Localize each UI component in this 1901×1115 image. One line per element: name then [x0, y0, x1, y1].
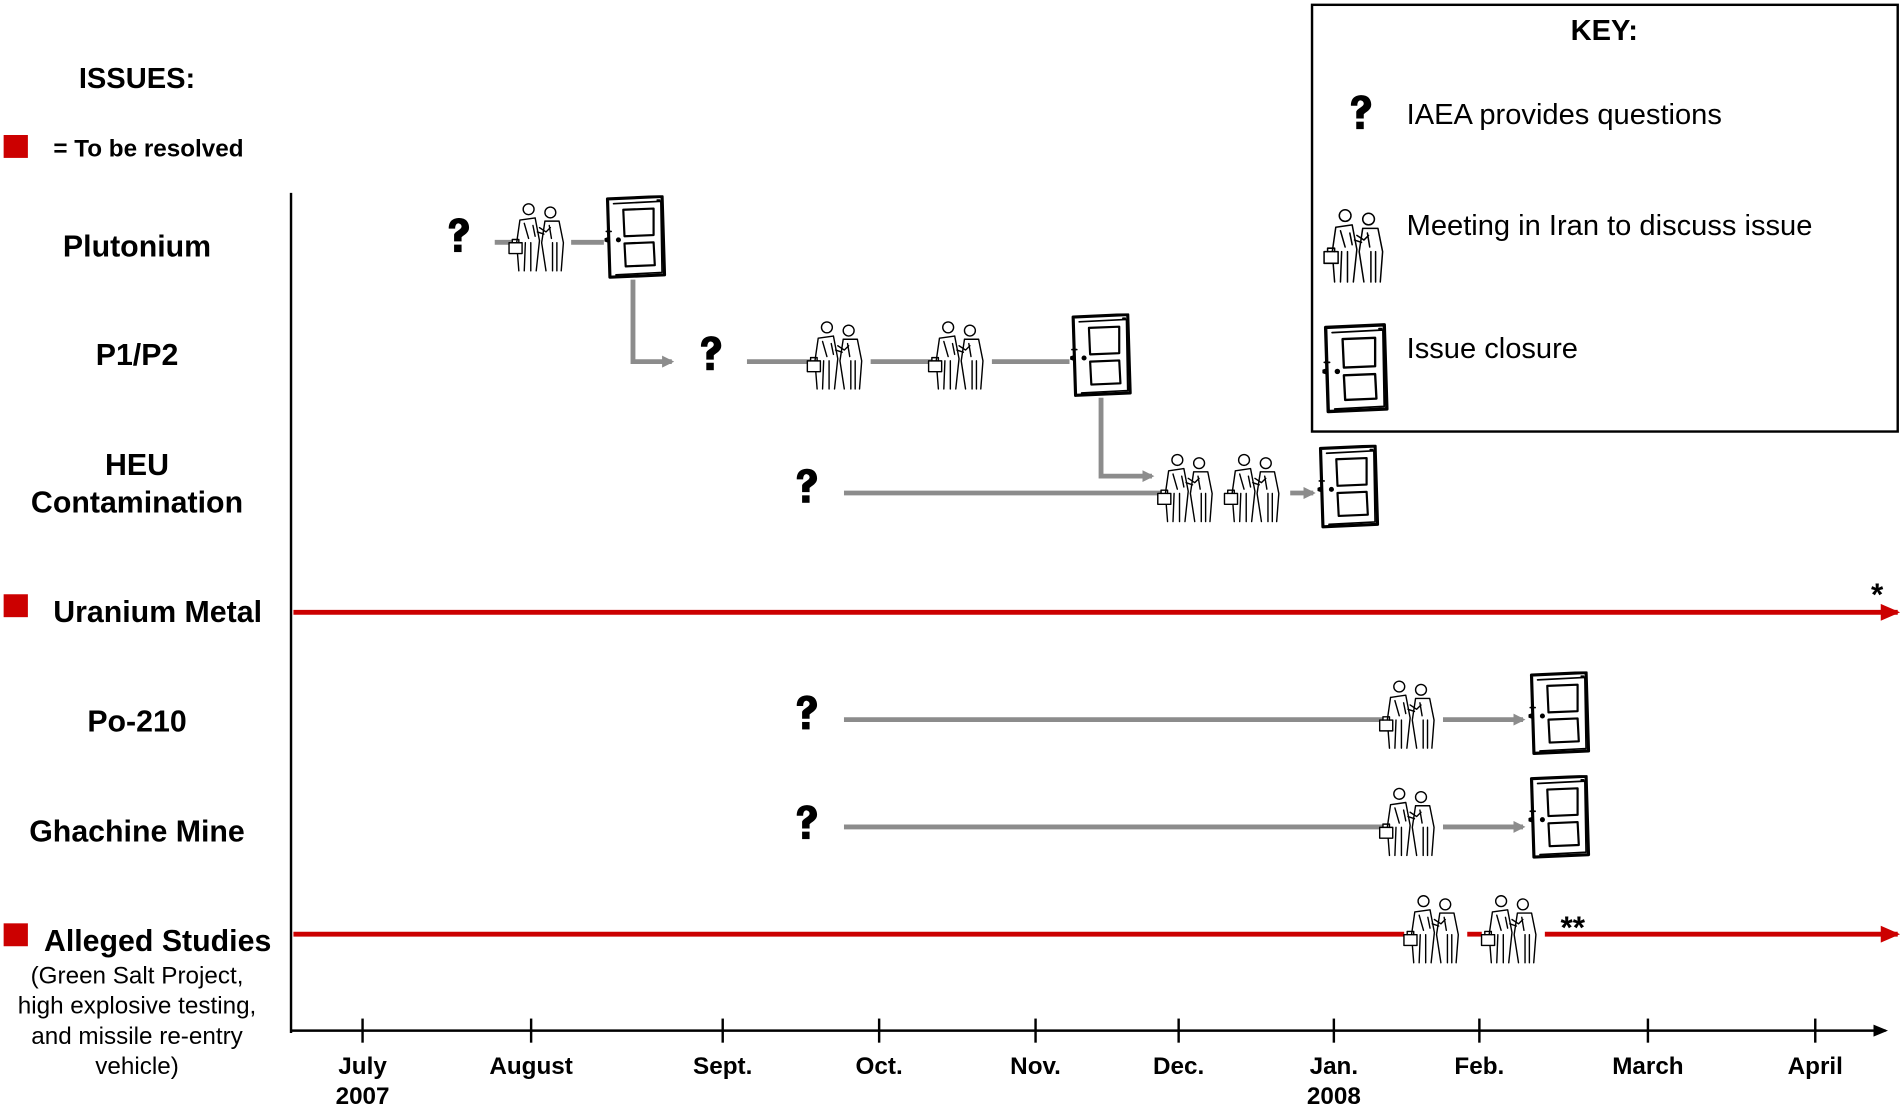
issue-label-plutonium: Plutonium: [63, 231, 211, 264]
issue-sublabel-4: vehicle): [95, 1053, 179, 1080]
issue-label-heu: HEU: [105, 449, 169, 482]
question-mark-icon: [796, 805, 818, 840]
plutonium-to-p1p2-arrow: [630, 279, 675, 368]
month-label: April: [1788, 1053, 1843, 1080]
month-label: Nov.: [1010, 1053, 1061, 1080]
key-item-questions: IAEA provides questions: [1407, 99, 1722, 131]
issue-label-uranium-metal: Uranium Metal: [53, 596, 262, 629]
month-label: March: [1612, 1053, 1683, 1080]
key-title: KEY:: [1571, 15, 1638, 47]
door-icon: [1316, 444, 1380, 529]
door-icon: [1527, 775, 1591, 859]
issue-label-alleged-studies: Alleged Studies: [44, 925, 271, 958]
year-label: 2008: [1307, 1083, 1361, 1110]
month-ticks: July 2007 August Sept. Oct. Nov. Dec. Jan. 2008 F…: [336, 1018, 1843, 1110]
meeting-icon: [927, 321, 984, 390]
issue-sublabel-3: and missile re-entry: [31, 1023, 243, 1050]
to-be-resolved-marker: [3, 135, 28, 158]
issues-header: ISSUES:: [79, 63, 195, 95]
meeting-icon: [1223, 453, 1280, 523]
meeting-icon: [1403, 894, 1460, 964]
month-label: July: [338, 1053, 387, 1080]
month-label: August: [489, 1053, 572, 1080]
timeline-connectors: [293, 239, 1901, 943]
door-icon: [1069, 313, 1132, 397]
meeting-icon: [1156, 453, 1213, 523]
issue-sublabel-1: (Green Salt Project,: [31, 963, 244, 990]
meeting-icon: [806, 321, 863, 390]
uranium-end-note: *: [1871, 577, 1884, 612]
month-label: Dec.: [1153, 1053, 1204, 1080]
issue-label-heu-contamination: Contamination: [31, 486, 243, 519]
question-mark-icon: [796, 695, 818, 730]
month-label: Oct.: [856, 1053, 903, 1080]
door-icon: [1321, 323, 1389, 414]
legend-note: = To be resolved: [53, 136, 243, 163]
key-frame: [1310, 3, 1899, 433]
alleged-unresolved-marker: [3, 923, 28, 947]
month-label: Jan.: [1310, 1053, 1359, 1080]
door-icon: [1527, 671, 1591, 755]
issue-label-p1p2: P1/P2: [96, 339, 179, 372]
issue-labels: Plutonium P1/P2 HEU Contamination Uraniu…: [3, 231, 271, 1080]
key-box: KEY: IAEA provides questions Meeting in …: [1310, 3, 1899, 433]
timeline-events: * **: [448, 195, 1884, 964]
year-label: 2007: [336, 1083, 390, 1110]
issue-label-ghachine-mine: Ghachine Mine: [29, 815, 245, 848]
question-mark-icon: [448, 218, 470, 253]
month-label: Feb.: [1454, 1053, 1504, 1080]
key-item-closure: Issue closure: [1407, 333, 1578, 365]
question-mark-icon: [796, 468, 818, 503]
uranium-unresolved-marker: [3, 594, 28, 618]
alleged-end-note: **: [1560, 910, 1585, 945]
meeting-icon: [508, 203, 565, 272]
p1p2-to-heu-arrow: [1098, 397, 1155, 483]
issue-label-po210: Po-210: [87, 706, 186, 739]
issue-sublabel-2: high explosive testing,: [18, 993, 257, 1020]
meeting-icon: [1480, 894, 1537, 964]
question-mark-icon: [700, 336, 722, 371]
key-item-meeting: Meeting in Iran to discuss issue: [1407, 210, 1813, 242]
meeting-icon: [1378, 680, 1435, 749]
meeting-icon: [1378, 787, 1435, 857]
month-label: Sept.: [693, 1053, 752, 1080]
door-icon: [603, 195, 667, 279]
